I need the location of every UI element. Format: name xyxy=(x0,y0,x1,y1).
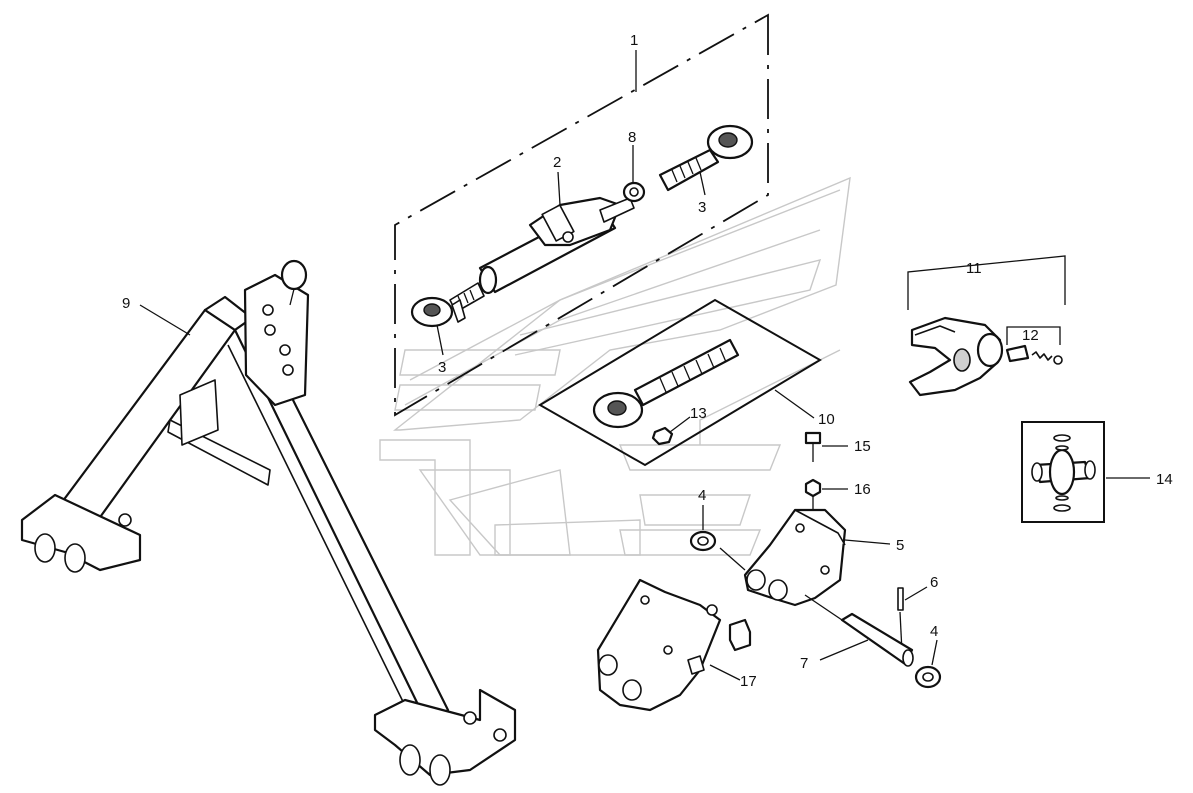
callout-16: 16 xyxy=(854,481,871,498)
threaded-rod-part-10 xyxy=(592,338,740,429)
nut-part-16 xyxy=(804,478,822,510)
callout-4-upper: 4 xyxy=(698,487,706,504)
leader-lines xyxy=(139,50,1150,681)
callout-4-lower: 4 xyxy=(930,623,938,640)
callout-17: 17 xyxy=(740,673,757,690)
callout-12: 12 xyxy=(1022,327,1039,344)
callout-labels: 1 2 3 3 4 4 5 6 7 8 9 10 11 12 13 14 15 … xyxy=(122,32,1173,690)
cross-joint-part-14 xyxy=(1031,434,1096,512)
assembly-frame-10 xyxy=(538,298,822,467)
bolt-part-15 xyxy=(804,431,822,462)
callout-7: 7 xyxy=(800,655,808,672)
callout-10: 10 xyxy=(818,411,835,428)
yoke-part-11 xyxy=(908,316,1004,397)
callout-6: 6 xyxy=(930,574,938,591)
callout-5: 5 xyxy=(896,537,904,554)
bracket-12 xyxy=(1006,326,1061,345)
callout-14: 14 xyxy=(1156,471,1173,488)
washer-part-4-lower xyxy=(914,665,942,689)
callout-3-top: 3 xyxy=(698,199,706,216)
callout-15: 15 xyxy=(854,438,871,455)
callout-3-bottom: 3 xyxy=(438,359,446,376)
callout-11: 11 xyxy=(966,260,982,277)
callout-1: 1 xyxy=(630,32,638,49)
pin-part-7 xyxy=(804,594,914,667)
washer-part-4-upper xyxy=(689,530,717,552)
callout-2: 2 xyxy=(553,154,561,171)
top-link-part-1 xyxy=(410,124,754,328)
background-watermark xyxy=(379,176,851,556)
cross-joint-box xyxy=(1021,421,1105,523)
bracket-part-5 xyxy=(719,508,847,607)
assembly-frame-1 xyxy=(394,13,769,417)
callout-8: 8 xyxy=(628,129,636,146)
a-frame-part-9 xyxy=(20,259,517,786)
lock-pin-part-12 xyxy=(1005,344,1063,365)
bracket-part-17 xyxy=(596,578,752,712)
callout-13: 13 xyxy=(690,405,707,422)
nut-part-13 xyxy=(651,426,674,446)
callout-9: 9 xyxy=(122,295,130,312)
bracket-11 xyxy=(907,255,1066,310)
